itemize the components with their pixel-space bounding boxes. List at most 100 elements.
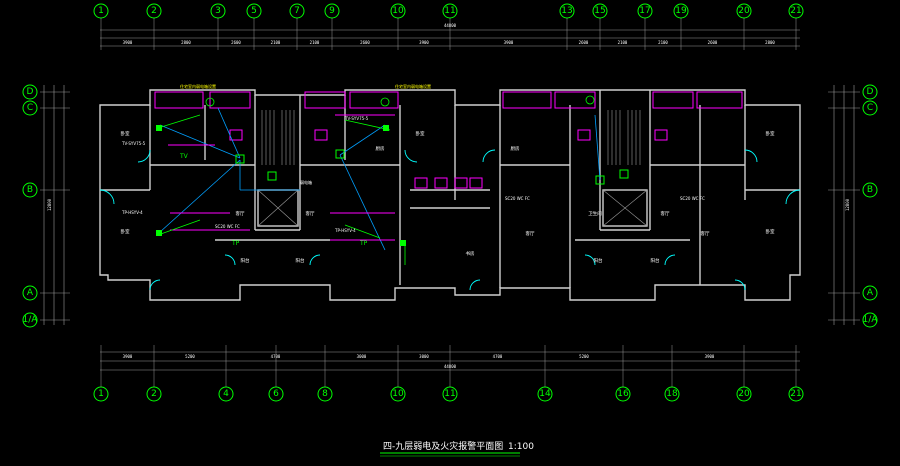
outlet-marker — [383, 125, 389, 131]
svg-text:A: A — [27, 288, 34, 298]
room-label: 客厅 — [236, 210, 245, 217]
junction-box — [619, 169, 629, 179]
axis-bubble-top: 2 — [146, 3, 162, 19]
plumbing-fixtures — [154, 91, 743, 189]
drawing-title-text: 四-九层弱电及火灾报警平面图 — [383, 440, 503, 452]
bottom-segment-dimension: 3000 — [357, 354, 367, 359]
axis-bubble-left: C — [22, 100, 38, 116]
right-overall-dimension: 12800 — [845, 198, 850, 211]
axis-bubble-bottom: 4 — [218, 386, 234, 402]
top-segment-dimension: 2600 — [708, 40, 718, 45]
svg-text:C: C — [27, 103, 33, 113]
top-segment-dimension: 2100 — [310, 40, 320, 45]
axis-bubble-bottom: 14 — [537, 386, 553, 402]
axis-bubble-top: 17 — [637, 3, 653, 19]
axis-bubble-left: D — [22, 84, 38, 100]
axis-bubble-top: 5 — [246, 3, 262, 19]
axis-bubble-top: 19 — [673, 3, 689, 19]
room-label: 客厅 — [701, 230, 710, 237]
axis-bubble-right: B — [862, 182, 878, 198]
axis-bubble-bottom: 18 — [664, 386, 680, 402]
room-label: 卧室 — [121, 228, 130, 235]
top-segment-dimension: 2600 — [360, 40, 370, 45]
bottom-segment-dimension: 3900 — [705, 354, 715, 359]
svg-text:10: 10 — [392, 389, 404, 399]
svg-text:13: 13 — [561, 6, 572, 16]
note-wire-6: SC20 WC FC — [505, 196, 530, 201]
axis-bubble-left: B — [22, 182, 38, 198]
svg-text:11: 11 — [444, 6, 455, 16]
left-dimension-lines: 12800 — [40, 85, 70, 325]
svg-text:21: 21 — [790, 6, 801, 16]
svg-text:3: 3 — [215, 6, 221, 16]
axis-bubble-top: 10 — [390, 3, 406, 19]
axis-bubble-top: 3 — [210, 3, 226, 19]
axis-bubble-top: 7 — [289, 3, 305, 19]
outlet-marker — [400, 240, 406, 246]
top-segment-dimension: 3900 — [504, 40, 514, 45]
note-wire-2: TP-HSYV-4 — [121, 210, 143, 215]
axis-bubble-top: 21 — [788, 3, 804, 19]
note-wire-1: TV-SYV75-5 — [121, 141, 146, 146]
top-segment-dimension: 3900 — [419, 40, 429, 45]
room-label: 客厅 — [661, 210, 670, 217]
room-label: 阳台 — [651, 257, 660, 264]
room-label: 厨房 — [376, 145, 385, 152]
note-wire-3: SC20 WC FC — [215, 224, 240, 229]
note-mid-top: 住宅室内弱电箱设置 — [395, 83, 431, 89]
axis-bubble-bottom: 1 — [93, 386, 109, 402]
room-label: 客厅 — [306, 210, 315, 217]
building-walls — [99, 89, 801, 301]
axis-bubble-bottom: 2 — [146, 386, 162, 402]
svg-text:7: 7 — [294, 6, 300, 16]
axis-bubble-right: A — [862, 285, 878, 301]
axis-bubble-bottom: 11 — [442, 386, 458, 402]
top-segment-dimension: 2800 — [181, 40, 191, 45]
detector-marker — [380, 97, 390, 107]
detector-marker — [205, 97, 215, 107]
note-wire-4: TV-SYV75-5 — [344, 116, 369, 121]
svg-text:9: 9 — [329, 6, 335, 16]
svg-text:D: D — [867, 87, 874, 97]
svg-text:11: 11 — [444, 389, 455, 399]
svg-text:10: 10 — [392, 6, 404, 16]
axis-bubble-top: 9 — [324, 3, 340, 19]
svg-text:5: 5 — [251, 6, 257, 16]
svg-text:6: 6 — [273, 389, 279, 399]
axis-bubble-top: 15 — [592, 3, 608, 19]
axis-bubble-right: D — [862, 84, 878, 100]
axis-bubble-bottom: 21 — [788, 386, 804, 402]
svg-text:B: B — [867, 185, 873, 195]
svg-text:4: 4 — [223, 389, 229, 399]
tv-tag: TV — [179, 153, 189, 160]
room-label: 卧室 — [766, 228, 775, 235]
room-label: 卧室 — [121, 130, 130, 137]
tp-tag: TP — [231, 240, 240, 247]
room-labels: 卧室 卧室 客厅 客厅 厨房 卧室 书房 客厅 厨房 卫生间 客厅 客厅 卧室 … — [121, 130, 775, 264]
svg-text:19: 19 — [675, 6, 687, 16]
weak-current-wiring: TV TP TP — [156, 95, 629, 265]
axis-bubbles-left: DC B A 1/A — [22, 84, 38, 328]
room-label: 卧室 — [766, 130, 775, 137]
axis-bubble-right: 1/A — [862, 312, 879, 328]
bottom-segment-dimension: 5200 — [185, 354, 195, 359]
room-label: 阳台 — [241, 257, 250, 264]
axis-bubbles-right: DC B A 1/A — [862, 84, 879, 328]
bottom-segment-dimension: 5200 — [579, 354, 589, 359]
svg-text:C: C — [867, 103, 873, 113]
top-segment-dimension: 2800 — [765, 40, 775, 45]
bottom-segment-dimension: 3000 — [419, 354, 429, 359]
axis-bubble-top: 1 — [93, 3, 109, 19]
svg-text:1/A: 1/A — [863, 315, 879, 325]
note-box: 弱电箱 — [300, 179, 312, 185]
annotations: 住宅室内弱电箱设置 住宅室内弱电箱设置 TV-SYV75-5 TP-HSYV-4… — [121, 83, 705, 233]
room-label: 厨房 — [511, 145, 520, 152]
room-label: 阳台 — [594, 257, 603, 264]
svg-text:17: 17 — [639, 6, 650, 16]
svg-text:15: 15 — [594, 6, 605, 16]
detector-marker — [585, 95, 595, 105]
axis-bubble-left: 1/A — [22, 312, 38, 328]
room-label: 客厅 — [526, 230, 535, 237]
outlet-marker — [156, 230, 162, 236]
